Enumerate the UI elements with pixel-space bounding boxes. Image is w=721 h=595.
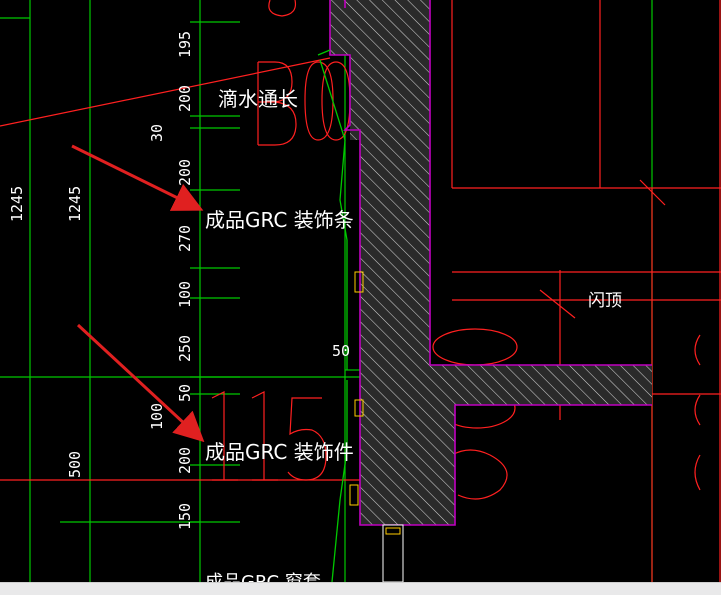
dim-100-a: 100: [176, 281, 194, 308]
dim-100-b: 100: [148, 403, 166, 430]
dim-1245-a: 1245: [8, 186, 26, 222]
dimension-texts: 195 200 30 200 270 100 250 50 100 200 15…: [8, 31, 350, 530]
label-flat-top: 闪顶: [588, 291, 622, 311]
label-grc-strip: 成品GRC 装饰条: [205, 208, 354, 232]
label-drip-groove: 滴水通长: [218, 87, 298, 111]
dim-200-c: 200: [176, 447, 194, 474]
grc-profile-lines: [317, 49, 348, 583]
concrete-wall: [329, 0, 652, 583]
grid-lines: [0, 0, 653, 582]
dim-50-a: 50: [176, 384, 194, 402]
bottom-scrollbar[interactable]: [0, 582, 721, 595]
annotation-arrows: [71, 144, 205, 443]
label-grc-piece: 成品GRC 装饰件: [205, 440, 354, 464]
dim-195: 195: [176, 31, 194, 58]
dim-150: 150: [176, 503, 194, 530]
arrow-to-grc-piece: [76, 323, 205, 443]
dim-500: 500: [66, 451, 84, 478]
dim-270: 270: [176, 225, 194, 252]
dim-30: 30: [148, 124, 166, 142]
dim-1245-b: 1245: [66, 186, 84, 222]
dim-200-a: 200: [176, 85, 194, 112]
dim-50-b: 50: [332, 342, 350, 360]
arrow-to-grc-strip: [71, 144, 204, 211]
dim-200-b: 200: [176, 159, 194, 186]
dim-250: 250: [176, 335, 194, 362]
